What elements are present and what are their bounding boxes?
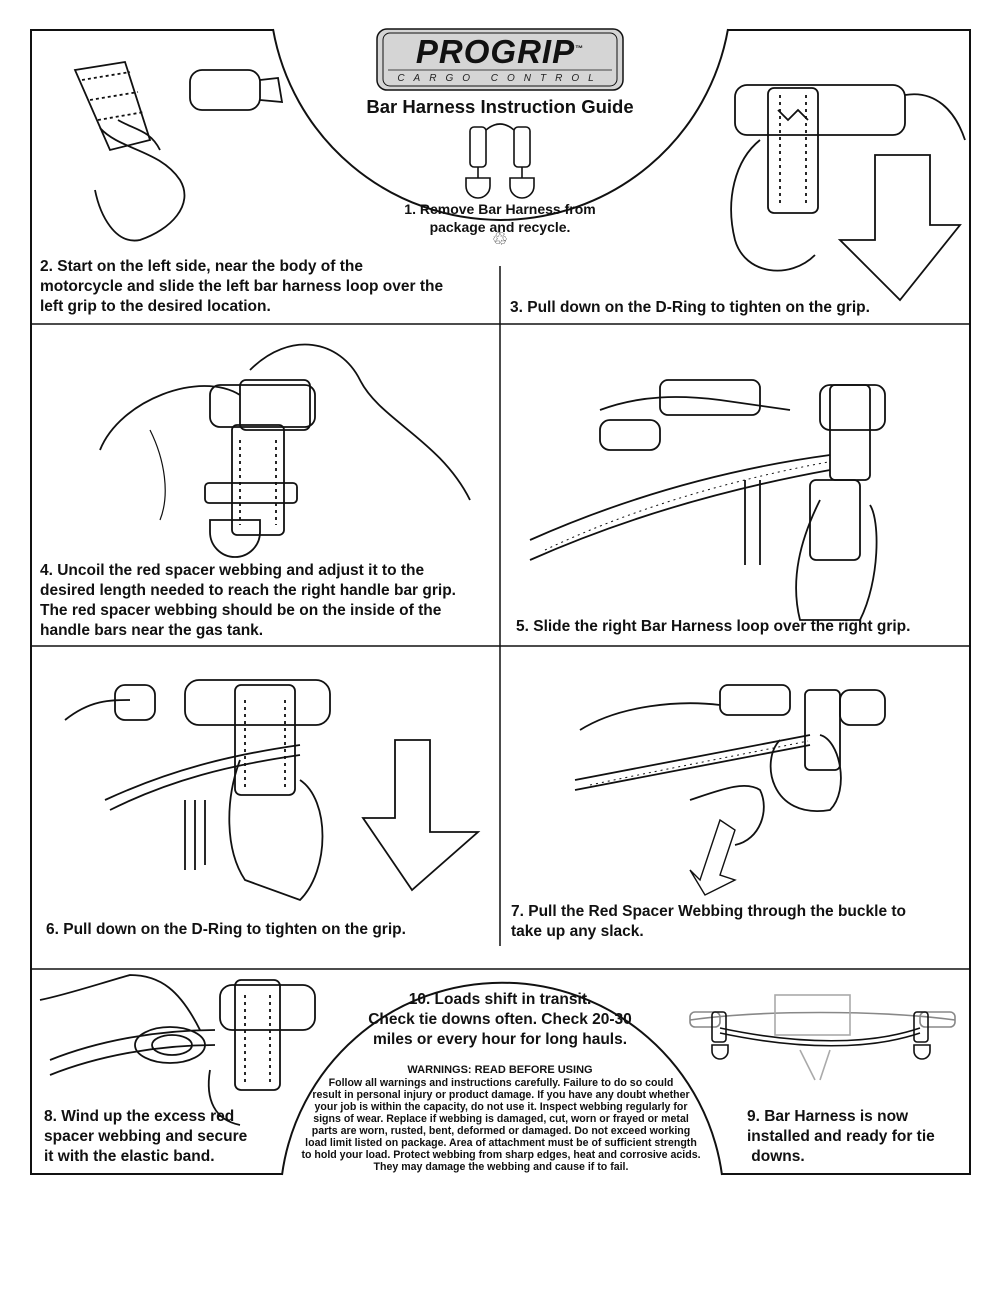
page-title: Bar Harness Instruction Guide	[366, 96, 634, 117]
step-2-illustration	[73, 60, 284, 242]
step-4-text: 4. Uncoil the red spacer webbing and adj…	[40, 562, 456, 639]
step-10-text: 10. Loads shift in transit.Check tie dow…	[368, 991, 632, 1048]
bar-harness-product-illustration	[465, 123, 535, 199]
recycle-icon: ♲	[491, 229, 509, 249]
step-2-text: 2. Start on the left side, near the body…	[40, 258, 444, 315]
brand-tagline: CARGO CONTROL	[397, 73, 603, 84]
step-4-illustration	[99, 343, 471, 558]
warnings-body: Follow all warnings and instructions car…	[301, 1077, 701, 1173]
step-7-illustration	[574, 684, 886, 896]
step-5-text: 5. Slide the right Bar Harness loop over…	[516, 618, 911, 635]
step-7-text: 7. Pull the Red Spacer Webbing through t…	[511, 903, 907, 940]
step-5-illustration	[529, 379, 886, 621]
brand-logo: PROGRIP™	[415, 33, 585, 70]
step-8-illustration	[39, 974, 316, 1126]
step-6-text: 6. Pull down on the D-Ring to tighten on…	[46, 921, 406, 938]
step-3-text: 3. Pull down on the D-Ring to tighten on…	[510, 299, 870, 316]
warnings-title: WARNINGS: READ BEFORE USING	[407, 1064, 593, 1076]
step-3-illustration	[730, 84, 966, 302]
step-9-illustration	[689, 994, 956, 1081]
step-6-illustration	[64, 679, 481, 902]
